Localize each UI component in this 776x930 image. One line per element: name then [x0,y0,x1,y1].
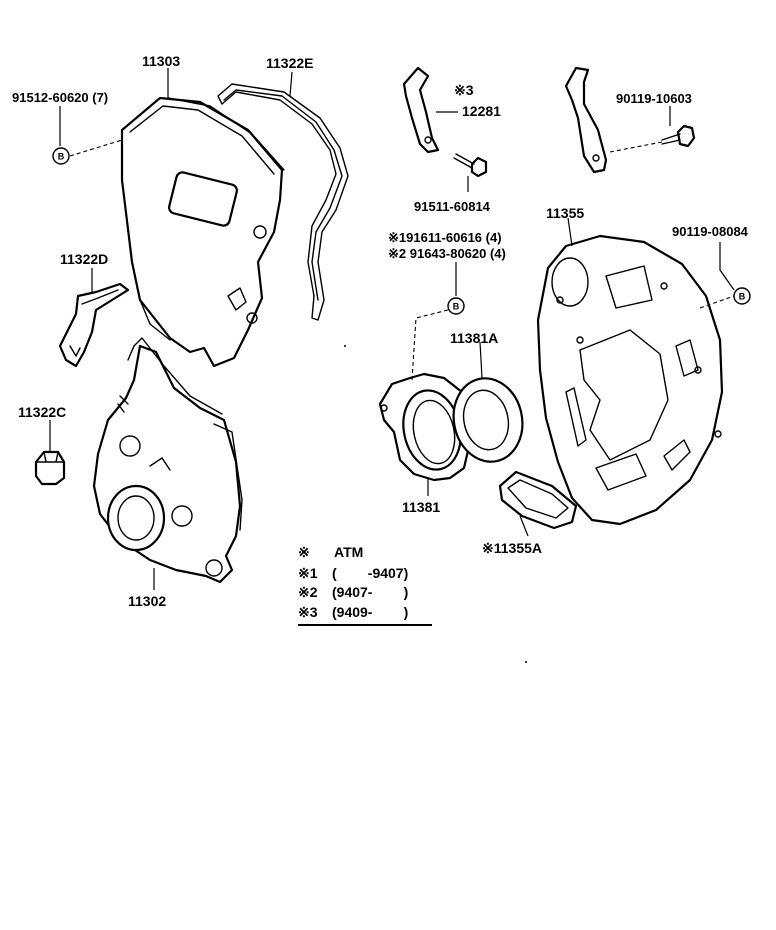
label-91512-60620: 91512-60620 (7) [12,90,108,105]
legend: ※ ATM ※1 ( -9407) ※2 (9407- ) ※3 (9409- … [298,544,432,626]
legend-row-1-mark: ※ [298,544,310,560]
svg-text:B: B [58,152,65,162]
legend-row-3-text: (9407- ) [332,584,408,600]
legend-row-2-mark: ※1 [298,565,318,581]
label-11303: 11303 [142,53,180,69]
label-12281: 12281 [462,103,501,119]
label-11322c: 11322C [18,404,66,420]
speck [525,661,527,663]
svg-text:B: B [739,292,746,302]
oil-seal-11381a [452,377,524,463]
label-11302: 11302 [128,593,166,609]
label-11322d: 11322D [60,251,108,267]
legend-row-2-text: ( -9407) [332,565,408,581]
gasket-11322e [217,83,349,321]
label-11381: 11381 [402,499,440,515]
label-12281-mark: ※3 [454,82,474,98]
label-90119-10603: 90119-10603 [616,91,692,106]
label-91611-60616: ※191611-60616 (4) [388,230,502,245]
legend-row-4-text: (9409- ) [332,604,408,620]
bolt-90119-10603 [661,124,696,148]
legend-row-4-mark: ※3 [298,604,318,620]
label-91643-80620: ※2 91643-80620 (4) [388,246,506,261]
svg-text:B: B [453,302,460,312]
label-11322e: 11322E [266,55,314,71]
nut-11322c [34,450,66,486]
bracket-12281 [402,66,440,154]
label-11355: 11355 [546,205,584,221]
label-11355a: ※11355A [482,540,542,556]
bolt-91511-60814 [453,153,488,178]
timing-cover-upper-11303 [120,96,285,368]
label-91511-60814: 91511-60814 [414,199,491,214]
timing-cover-lower-11302 [92,337,243,584]
ref-badge-b-right: B [733,287,751,305]
cover-11355a [498,470,578,530]
ref-badge-b-center: B [447,297,465,315]
ref-badge-b-left: B [52,147,70,165]
legend-row-3-mark: ※2 [298,584,318,600]
bracket-right [564,66,608,174]
legend-row-1-text: ATM [334,544,363,560]
leader-lines [49,68,735,590]
gasket-11322d [58,282,130,368]
label-90119-08084: 90119-08084 [672,224,749,239]
end-plate-11355 [536,234,724,526]
seal-housing-11381 [378,372,472,482]
speck [344,345,346,347]
label-11381a: 11381A [450,330,498,346]
